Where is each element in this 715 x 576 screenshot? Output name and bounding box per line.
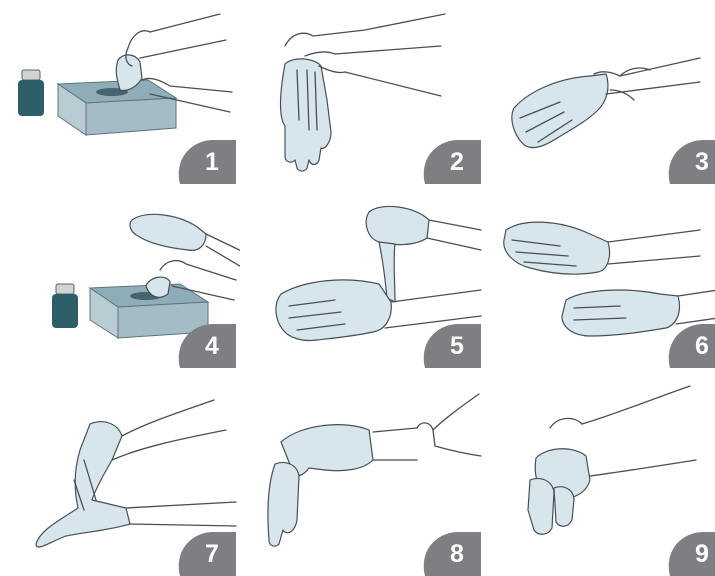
step-number: 4	[198, 331, 226, 361]
step-number: 8	[443, 539, 471, 569]
step-badge: 8	[417, 532, 481, 576]
step-2-panel: 2	[245, 0, 485, 185]
step-number: 3	[688, 147, 715, 177]
step-number: 6	[688, 331, 715, 361]
step-9-panel: 9	[490, 380, 715, 576]
step-5-panel: 5	[245, 190, 485, 370]
step-badge: 6	[662, 324, 715, 368]
step-3-panel: 3	[490, 0, 715, 185]
step-badge: 3	[662, 140, 715, 184]
step-8-panel: 8	[245, 380, 485, 576]
step-1-panel: 1	[0, 0, 240, 185]
step-7-panel: 7	[0, 380, 240, 576]
step-number: 9	[688, 539, 715, 569]
step-badge: 7	[172, 532, 236, 576]
step-badge: 5	[417, 324, 481, 368]
step-badge: 1	[172, 140, 236, 184]
step-4-panel: 4	[0, 190, 240, 370]
step-badge: 2	[417, 140, 481, 184]
step-badge: 4	[172, 324, 236, 368]
step-number: 1	[198, 147, 226, 177]
step-number: 5	[443, 331, 471, 361]
step-number: 7	[198, 539, 226, 569]
step-number: 2	[443, 147, 471, 177]
step-6-panel: 6	[490, 190, 715, 370]
step-badge: 9	[662, 532, 715, 576]
